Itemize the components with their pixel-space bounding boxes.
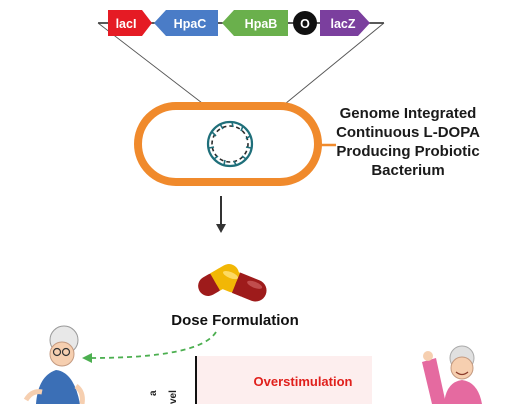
gene-construct: lacI HpaC HpaB O lacZ xyxy=(97,10,385,127)
bacterium-label-line-2: Continuous L-DOPA xyxy=(336,124,480,141)
bacterium-description: Genome Integrated Continuous L-DOPA Prod… xyxy=(318,104,498,180)
capsule-icon xyxy=(198,264,267,302)
gene-hpab-label: HpaB xyxy=(245,17,278,31)
gene-laci-label: lacI xyxy=(116,17,137,31)
bacterium-membrane xyxy=(134,102,322,186)
bacterium-label-line-4: Bacterium xyxy=(371,162,445,179)
bacterium-label-line-1: Genome Integrated xyxy=(339,105,477,122)
circular-genome-icon xyxy=(206,120,254,168)
down-arrow-icon xyxy=(216,196,226,233)
gene-hpac-label: HpaC xyxy=(174,17,207,31)
overstimulation-zone xyxy=(196,356,372,404)
dose-formulation-label: Dose Formulation xyxy=(171,312,299,329)
dashed-arrow xyxy=(82,331,217,363)
happy-patient-icon xyxy=(422,345,482,404)
bacterium-label-connector xyxy=(318,143,336,147)
y-axis-label-line-1: a xyxy=(148,390,159,396)
operator-circle xyxy=(293,11,317,35)
gene-lacz-arrow xyxy=(320,10,370,36)
gene-hpac-arrow xyxy=(154,10,218,36)
elderly-patient-icon xyxy=(23,325,85,404)
gene-lacz-label: lacZ xyxy=(330,17,355,31)
y-axis-label-line-2: vel xyxy=(168,390,179,404)
bacterium xyxy=(134,102,322,186)
gene-hpab-arrow xyxy=(222,10,288,36)
gene-laci-arrow xyxy=(108,10,152,36)
operator-label: O xyxy=(300,17,310,31)
bacterium-label-line-3: Producing Probiotic xyxy=(336,143,480,160)
dose-response-chart: a vel xyxy=(148,356,372,404)
overstimulation-label: Overstimulation xyxy=(253,374,353,389)
